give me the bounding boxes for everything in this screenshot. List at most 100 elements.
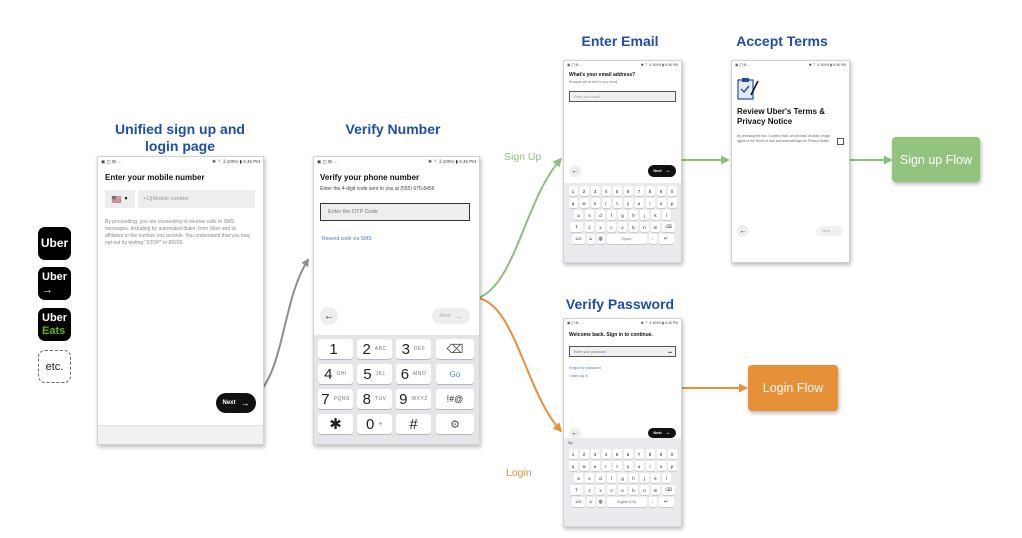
- terms-checkbox[interactable]: [837, 138, 844, 145]
- keyboard-key[interactable]: a: [574, 210, 583, 220]
- keyboard-key[interactable]: r: [601, 461, 611, 471]
- key-space[interactable]: Space: [606, 234, 647, 244]
- keyboard-key[interactable]: a: [574, 473, 583, 483]
- keyboard-key[interactable]: x: [596, 222, 605, 232]
- keyboard-key[interactable]: o: [656, 198, 666, 208]
- key-star[interactable]: ✱: [318, 414, 353, 434]
- back-button[interactable]: ←: [737, 225, 749, 237]
- keyboard-key[interactable]: m: [651, 222, 660, 232]
- globe-icon[interactable]: ◍: [596, 234, 605, 244]
- keyboard-key[interactable]: j: [640, 473, 649, 483]
- keyboard-key[interactable]: z: [585, 222, 594, 232]
- keyboard-key[interactable]: 1: [568, 449, 578, 459]
- keyboard-key[interactable]: n: [640, 485, 649, 495]
- key-backspace[interactable]: ⌫: [436, 339, 474, 359]
- next-button-disabled[interactable]: Next→: [816, 226, 843, 236]
- keyboard-key[interactable]: u: [634, 461, 644, 471]
- keyboard-key[interactable]: f: [607, 473, 616, 483]
- key-123[interactable]: 123: [571, 497, 585, 507]
- keyboard-key[interactable]: 6: [623, 449, 633, 459]
- emoji-icon[interactable]: ☺: [586, 234, 595, 244]
- keyboard-key[interactable]: h: [629, 473, 638, 483]
- keyboard-key[interactable]: m: [651, 485, 660, 495]
- keyboard-key[interactable]: z: [585, 485, 594, 495]
- keyboard-key[interactable]: 6: [623, 186, 633, 196]
- mobile-number-input[interactable]: +1 | Mobile number: [138, 190, 255, 208]
- keyboard-key[interactable]: 0: [667, 186, 677, 196]
- keyboard-key[interactable]: q: [568, 461, 578, 471]
- key-1[interactable]: 1: [318, 339, 353, 359]
- keyboard-key[interactable]: w: [579, 461, 589, 471]
- next-button[interactable]: Next→: [648, 428, 676, 438]
- keyboard-key[interactable]: x: [596, 485, 605, 495]
- keyboard-key[interactable]: 4: [601, 186, 611, 196]
- alternate-login-link[interactable]: I want log in: [569, 374, 588, 378]
- keyboard-key[interactable]: r: [601, 198, 611, 208]
- globe-icon[interactable]: ◍: [596, 497, 605, 507]
- resend-code-link[interactable]: Resend code via SMS: [322, 236, 372, 242]
- emoji-icon[interactable]: ☺: [586, 497, 595, 507]
- keyboard-key[interactable]: 3: [590, 186, 600, 196]
- country-selector[interactable]: 🇺🇸 ▼: [105, 190, 135, 208]
- keyboard-key[interactable]: v: [618, 222, 627, 232]
- next-button[interactable]: Next→: [216, 393, 256, 413]
- eye-icon[interactable]: ▬: [668, 349, 672, 354]
- keyboard-key[interactable]: o: [656, 461, 666, 471]
- keyboard-key[interactable]: 5: [612, 449, 622, 459]
- keyboard-key[interactable]: j: [640, 210, 649, 220]
- enter-icon[interactable]: ↵: [658, 234, 674, 244]
- keyboard-key[interactable]: 7: [634, 449, 644, 459]
- key-0[interactable]: 0+: [357, 414, 392, 434]
- keyboard-key[interactable]: t: [612, 461, 622, 471]
- keyboard-key[interactable]: k: [651, 473, 660, 483]
- keyboard-key[interactable]: g: [618, 210, 627, 220]
- keyboard-key[interactable]: ⌫: [662, 485, 675, 495]
- keyboard-key[interactable]: 8: [645, 449, 655, 459]
- keyboard-key[interactable]: 1: [568, 186, 578, 196]
- keyboard-key[interactable]: h: [629, 210, 638, 220]
- keyboard-key[interactable]: 0: [667, 449, 677, 459]
- keyboard-key[interactable]: f: [607, 210, 616, 220]
- next-button-disabled[interactable]: Next→: [432, 308, 470, 324]
- keyboard-key[interactable]: n: [640, 222, 649, 232]
- keyboard-key[interactable]: 3: [590, 449, 600, 459]
- back-button[interactable]: ←: [569, 428, 581, 438]
- keyboard-key[interactable]: s: [585, 210, 594, 220]
- keyboard-key[interactable]: ⌫: [662, 222, 675, 232]
- enter-icon[interactable]: ↵: [658, 497, 674, 507]
- keyboard-key[interactable]: w: [579, 198, 589, 208]
- key-space[interactable]: English (US): [606, 497, 647, 507]
- keyboard-key[interactable]: 5: [612, 186, 622, 196]
- keyboard-key[interactable]: ⇧: [570, 485, 583, 495]
- keyboard-key[interactable]: c: [607, 485, 616, 495]
- keyboard-key[interactable]: l: [662, 210, 671, 220]
- keyboard-key[interactable]: q: [568, 198, 578, 208]
- keyboard-key[interactable]: i: [645, 461, 655, 471]
- keyboard-key[interactable]: g: [618, 473, 627, 483]
- keyboard-key[interactable]: 7: [634, 186, 644, 196]
- keyboard-key[interactable]: k: [651, 210, 660, 220]
- key-symbols[interactable]: !#@: [436, 389, 474, 409]
- keyboard-key[interactable]: p: [667, 461, 677, 471]
- keyboard-key[interactable]: v: [618, 485, 627, 495]
- back-button[interactable]: ←: [320, 307, 338, 325]
- keyboard-key[interactable]: e: [590, 461, 600, 471]
- keyboard-key[interactable]: d: [596, 210, 605, 220]
- keyboard-key[interactable]: t: [612, 198, 622, 208]
- key-period[interactable]: .: [648, 497, 657, 507]
- keyboard-key[interactable]: 2: [579, 449, 589, 459]
- otp-input[interactable]: Enter the OTP Code: [320, 203, 470, 221]
- keyboard-key[interactable]: l: [662, 473, 671, 483]
- keyboard-key[interactable]: u: [634, 198, 644, 208]
- key-123[interactable]: 123: [571, 234, 585, 244]
- keyboard-key[interactable]: e: [590, 198, 600, 208]
- key-hash[interactable]: #: [396, 414, 431, 434]
- keyboard-key[interactable]: 4: [601, 449, 611, 459]
